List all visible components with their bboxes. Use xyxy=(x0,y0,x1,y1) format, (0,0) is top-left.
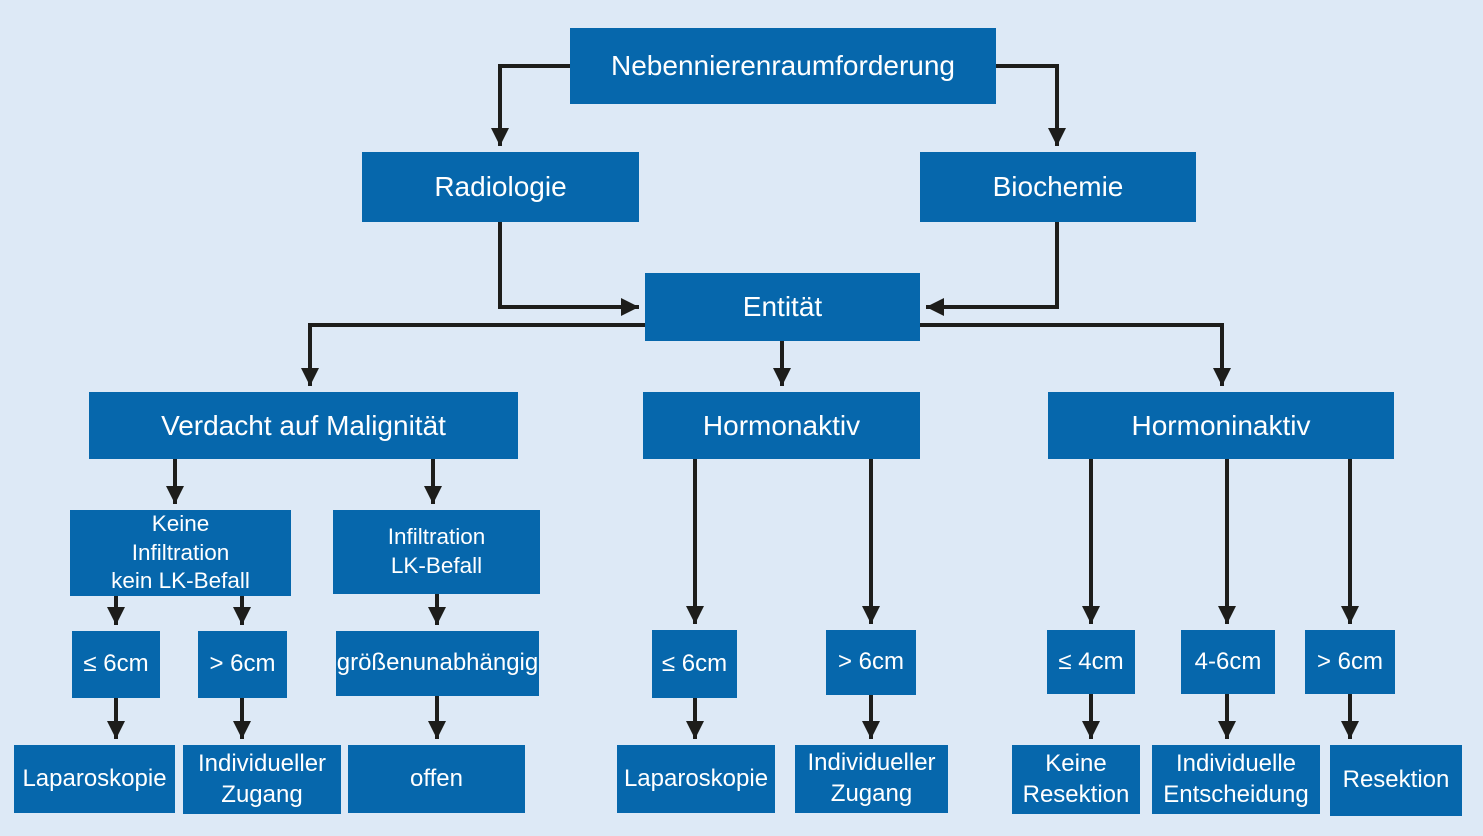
node-biochemie: Biochemie xyxy=(920,152,1196,222)
node-keine-infiltration-kein-lk-befall: Keine Infiltration kein LK-Befall xyxy=(70,510,291,596)
node-le-6cm-mitte: ≤ 6cm xyxy=(652,630,737,698)
node-laparoskopie-mitte: Laparoskopie xyxy=(617,745,775,813)
node-entitaet: Entität xyxy=(645,273,920,341)
arrow-biochemie-entitaet xyxy=(926,222,1059,316)
node-4-6cm-rechts: 4-6cm xyxy=(1181,630,1275,694)
arrow-entitaet-hormoninaktiv xyxy=(920,323,1231,386)
node-gt-6cm-links: > 6cm xyxy=(198,631,287,698)
node-gt-6cm-rechts: > 6cm xyxy=(1305,630,1395,694)
node-nebennierenraumforderung: Nebennierenraumforderung xyxy=(570,28,996,104)
node-gt-6cm-mitte: > 6cm xyxy=(826,630,916,695)
arrow-root-biochemie xyxy=(996,64,1066,146)
node-le-6cm-links: ≤ 6cm xyxy=(72,631,160,698)
node-resektion: Resektion xyxy=(1330,745,1462,816)
node-hormonaktiv: Hormonaktiv xyxy=(643,392,920,459)
arrow-entitaet-verdacht xyxy=(301,323,645,386)
node-groessenunabhaengig: größenunabhängig xyxy=(336,631,539,696)
node-keine-resektion: Keine Resektion xyxy=(1012,745,1140,814)
node-hormoninaktiv: Hormoninaktiv xyxy=(1048,392,1394,459)
arrow-root-radiologie xyxy=(491,64,570,146)
node-individuelle-entscheidung: Individuelle Entscheidung xyxy=(1152,745,1320,814)
node-laparoskopie-links: Laparoskopie xyxy=(14,745,175,813)
node-infiltration-lk-befall: Infiltration LK-Befall xyxy=(333,510,540,594)
node-radiologie: Radiologie xyxy=(362,152,639,222)
node-le-4cm-rechts: ≤ 4cm xyxy=(1047,630,1135,694)
node-offen: offen xyxy=(348,745,525,813)
node-verdacht-auf-malignitaet: Verdacht auf Malignität xyxy=(89,392,518,459)
node-individueller-zugang-links: Individueller Zugang xyxy=(183,745,341,814)
arrow-radiologie-entitaet xyxy=(498,222,639,316)
node-individueller-zugang-mitte: Individueller Zugang xyxy=(795,745,948,813)
